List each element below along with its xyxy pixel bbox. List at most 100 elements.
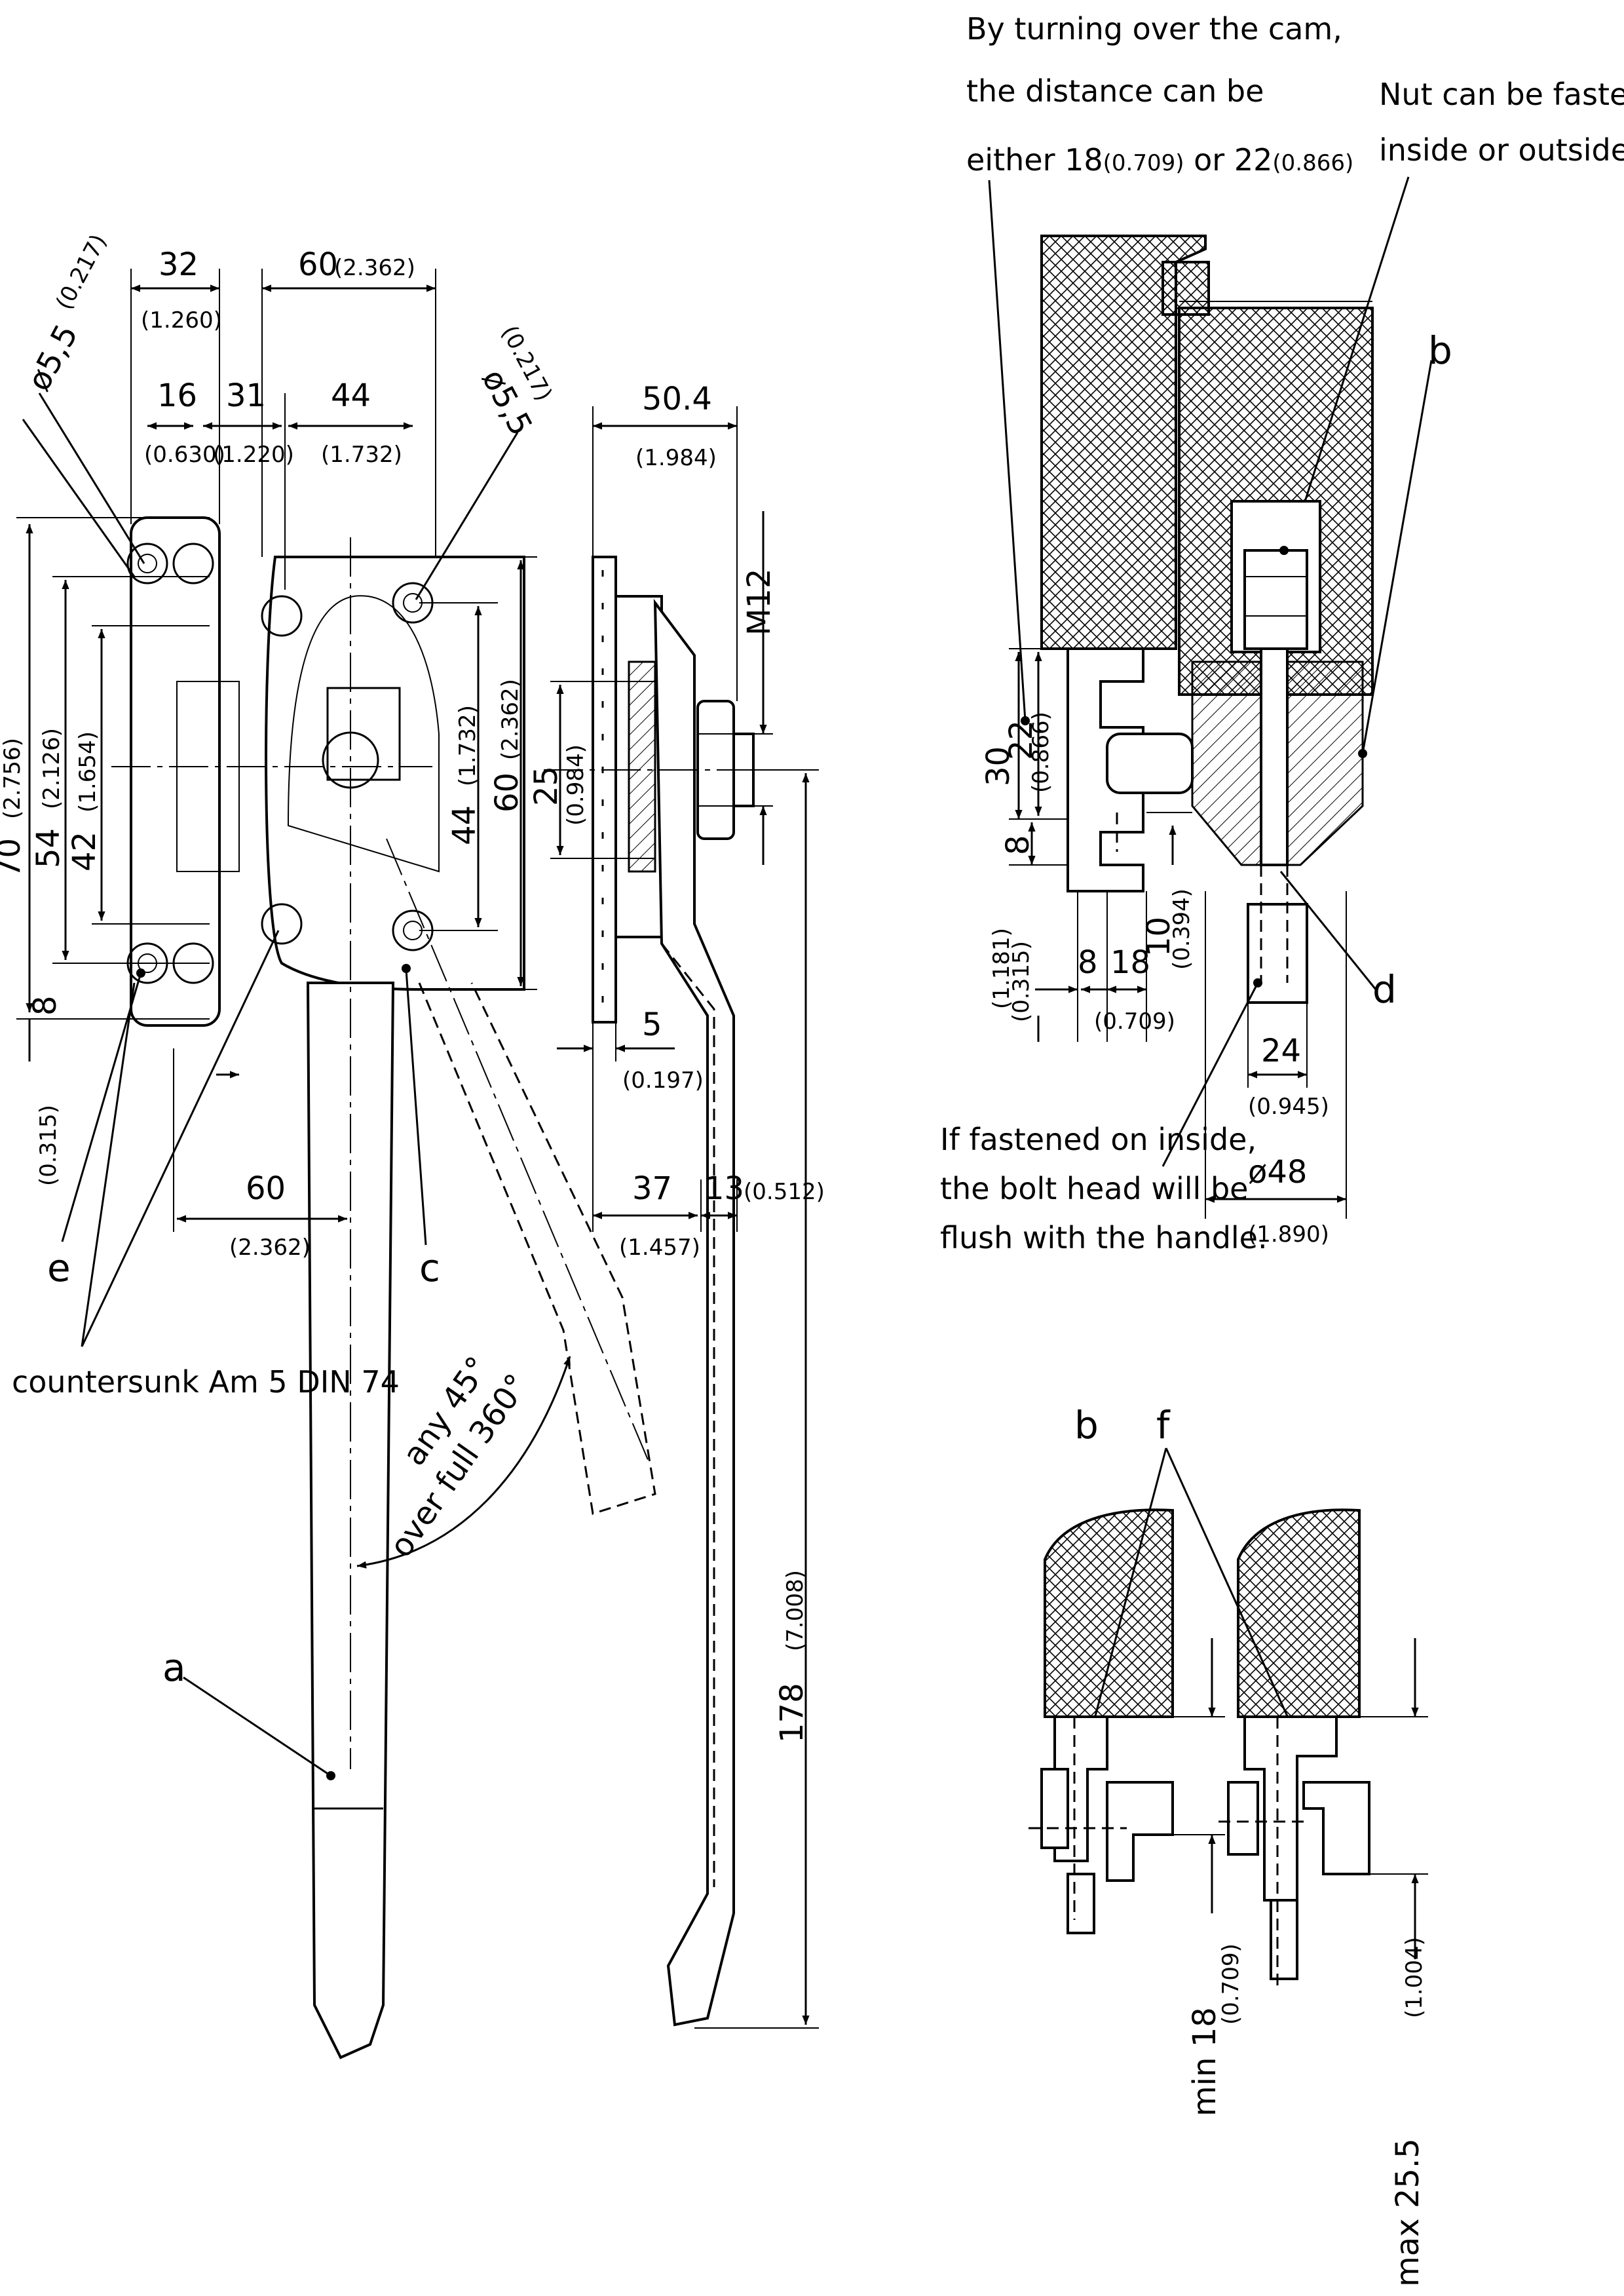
- dim-48-in: (1.890): [1248, 1221, 1329, 1248]
- leader-d: [1279, 871, 1377, 990]
- dim-60-in: (2.362): [334, 255, 415, 281]
- thread-m12: M12: [741, 569, 778, 636]
- callout-a: a: [162, 1645, 186, 1690]
- dim-48: ø48: [1248, 1154, 1307, 1191]
- detail-bolt-right: [1270, 1899, 1298, 1980]
- section-view: By turning over the cam, the distance ca…: [940, 11, 1624, 1255]
- dim-31: 31: [226, 377, 266, 414]
- dim-16-in: (0.630): [144, 442, 225, 468]
- nut-note-2: inside or outside.: [1379, 132, 1624, 168]
- dim-44v: 44: [446, 805, 483, 845]
- hole-1-inner: [138, 554, 157, 573]
- callout-b: b: [1428, 328, 1452, 373]
- dim-24-in: (0.945): [1248, 1094, 1329, 1120]
- mounting-bracket: [1067, 647, 1144, 892]
- hole-7: [261, 903, 303, 945]
- inside-note-1: If fastened on inside,: [940, 1122, 1256, 1157]
- dim-54: 54: [30, 828, 67, 868]
- dim-5: 5: [642, 1006, 662, 1043]
- detail-bolt-left: [1067, 1873, 1095, 1934]
- detail-panel-left: [1044, 1508, 1174, 1718]
- dim-30: 30: [980, 746, 1017, 786]
- hole-leader-right: [415, 432, 519, 600]
- dim-h18: 18: [1110, 944, 1150, 981]
- cam-note-3: either 18(0.709) or 22(0.866): [966, 142, 1353, 178]
- dim-70-in: (2.756): [0, 738, 26, 819]
- detail-view: b f min 18 (0.709) max 25.5: [1029, 1403, 1428, 2287]
- detail-cam-right: [1302, 1781, 1370, 1875]
- dim-178: 178: [774, 1683, 810, 1743]
- dim-5-in: (0.197): [622, 1067, 704, 1094]
- dim-min: min 18: [1186, 2007, 1223, 2116]
- dim-44v-in: (1.732): [455, 705, 481, 786]
- dim-70: 70: [0, 838, 28, 878]
- dim-60: 60: [298, 246, 338, 283]
- dim-37-in: (1.457): [619, 1234, 700, 1261]
- dim-min-in: (0.709): [1218, 1943, 1244, 2025]
- leader-a: [183, 1676, 331, 1777]
- bolt-shank: [1260, 647, 1289, 866]
- dim-8s-in: (0.315): [1008, 941, 1034, 1022]
- dim-max-in: (1.004): [1401, 1937, 1427, 2018]
- detail-nut-left: [1040, 1768, 1069, 1849]
- square-hub: [326, 687, 401, 781]
- inside-note-3: flush with the handle.: [940, 1220, 1268, 1255]
- leader-b: [1361, 360, 1433, 754]
- dim-42: 42: [66, 832, 103, 871]
- dim-30-in: (1.181): [989, 928, 1015, 1009]
- dim-22-in: (0.866): [1028, 712, 1054, 793]
- hole-3: [261, 595, 303, 637]
- leader-e: [61, 972, 142, 1242]
- dim-24: 24: [1261, 1033, 1301, 1069]
- cam-note-2: the distance can be: [966, 73, 1264, 109]
- dim-25: 25: [528, 766, 565, 806]
- cam-note-1: By turning over the cam,: [966, 11, 1342, 47]
- dim-8: 8: [27, 995, 64, 1016]
- hinge-slot: [176, 681, 240, 872]
- cam-section: [628, 660, 656, 873]
- base-plate: [592, 556, 617, 1024]
- callout-e: e: [47, 1246, 71, 1290]
- dim-54-in: (2.126): [39, 728, 65, 809]
- inside-note-2: the bolt head will be: [940, 1171, 1248, 1206]
- cam-slot: [287, 595, 440, 873]
- dim-25-in: (0.984): [563, 744, 589, 826]
- rotated-centerline: [386, 838, 649, 1462]
- detail-nut-right: [1227, 1781, 1259, 1856]
- lock-tongue: [1106, 733, 1194, 794]
- leader-countersunk-2: [81, 930, 280, 1347]
- countersunk-note: countersunk Am 5 DIN 74: [12, 1364, 400, 1400]
- front-view: 32 (1.260) 60 (2.362) 16 (0.630) 31 (1.2…: [0, 230, 656, 2059]
- dim-504-in: (1.984): [635, 445, 717, 471]
- dim-h60-in: (2.362): [229, 1234, 311, 1261]
- dim-8-in: (0.315): [35, 1105, 62, 1186]
- dim-44-in: (1.732): [321, 442, 402, 468]
- leader-inside: [1161, 982, 1259, 1167]
- dim-31-in: (1.220): [213, 442, 294, 468]
- dim-10-in: (0.394): [1169, 889, 1195, 970]
- dim-h18-in: (0.709): [1094, 1008, 1175, 1035]
- dim-37: 37: [632, 1170, 672, 1207]
- callout-d: d: [1372, 967, 1397, 1012]
- dim-60v: 60: [489, 773, 525, 813]
- dim-13-in: (0.512): [744, 1179, 825, 1205]
- hole-left-in: (0.217): [51, 230, 112, 314]
- hole-2: [172, 543, 214, 584]
- hole-left-label: ø5,5: [20, 318, 85, 397]
- dim-44: 44: [331, 377, 371, 414]
- angle-arc: [356, 1356, 571, 1569]
- seal-strip: [1161, 261, 1210, 316]
- dim-42-in: (1.654): [75, 731, 101, 813]
- cam-body: [265, 556, 525, 991]
- dim-8s: 8: [1000, 835, 1036, 855]
- leader-c: [405, 969, 427, 1246]
- dim-178-in: (7.008): [782, 1570, 808, 1651]
- dim-32: 32: [159, 246, 198, 283]
- dim-504: 50.4: [642, 381, 712, 417]
- detail-cam-left: [1106, 1781, 1174, 1882]
- dim-32-in: (1.260): [141, 307, 222, 334]
- leader-cam-note: [988, 180, 1027, 721]
- dim-16: 16: [157, 377, 197, 414]
- bolt-tip: [1247, 903, 1308, 1004]
